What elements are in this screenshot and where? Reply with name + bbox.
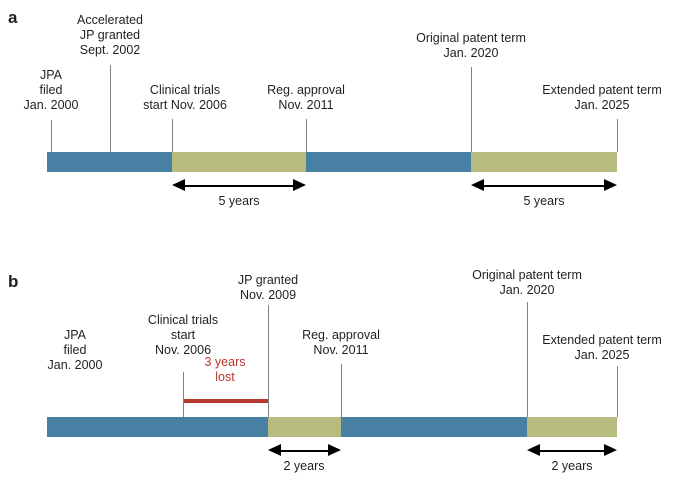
arrow-head-right-icon (328, 444, 341, 456)
arrow-patent-extension (471, 179, 617, 192)
label-jp-granted: JP granted Nov. 2009 (237, 273, 299, 302)
arrow-head-left-icon (268, 444, 281, 456)
arrow-head-left-icon (527, 444, 540, 456)
leader-line-accelerated-jp-granted (110, 65, 111, 152)
arrow-patent-extension (527, 444, 617, 457)
label-clinical-trials-start: Clinical trials start Nov. 2006 (147, 313, 219, 357)
leader-line-extended-patent-term (617, 119, 618, 152)
arrow-shaft (183, 185, 295, 187)
measure-label-patent-extension: 5 years (523, 194, 565, 208)
bar-segment-pending-2 (306, 152, 471, 172)
arrow-head-left-icon (471, 179, 484, 191)
bar-segment-granted-1 (172, 152, 306, 172)
arrow-shaft (482, 185, 606, 187)
leader-line-clinical-trials (172, 119, 173, 152)
label-original-patent-term: Original patent term Jan. 2020 (472, 268, 582, 297)
arrow-head-left-icon (172, 179, 185, 191)
measure-label-patent-extension: 2 years (551, 459, 593, 473)
leader-line-original-patent-term (471, 67, 472, 152)
label-extended-patent-term: Extended patent term Jan. 2025 (542, 83, 662, 112)
leader-line-reg-approval (306, 119, 307, 152)
leader-line-reg-approval (341, 364, 342, 417)
bar-segment-pending-1 (47, 152, 172, 172)
label-original-patent-term: Original patent term Jan. 2020 (416, 31, 526, 60)
timeline-bar-a (47, 152, 617, 172)
panel-a-letter: a (8, 8, 18, 27)
leader-line-jp-granted (268, 305, 269, 417)
leader-line-clinical-trials (183, 372, 184, 417)
arrow-granted-to-approval (268, 444, 341, 457)
label-extended-patent-term: Extended patent term Jan. 2025 (542, 333, 662, 362)
label-reg-approval: Reg. approval Nov. 2011 (302, 328, 380, 357)
arrow-clinical-to-approval (172, 179, 306, 192)
annotation-years-lost-bar (183, 399, 268, 403)
leader-line-extended-patent-term (617, 366, 618, 417)
arrow-head-right-icon (604, 444, 617, 456)
label-reg-approval: Reg. approval Nov. 2011 (267, 83, 345, 112)
bar-segment-extension (527, 417, 617, 437)
arrow-head-right-icon (293, 179, 306, 191)
bar-segment-pending-2 (341, 417, 527, 437)
arrow-shaft (279, 450, 330, 452)
measure-label-clinical-to-approval: 5 years (218, 194, 260, 208)
panel-b-letter: b (8, 272, 19, 291)
label-clinical-trials-start: Clinical trials start Nov. 2006 (143, 83, 227, 112)
measure-label-granted-to-approval: 2 years (283, 459, 325, 473)
arrow-shaft (538, 450, 606, 452)
bar-segment-pending-1 (47, 417, 268, 437)
leader-line-jpa-filed (51, 120, 52, 152)
label-jpa-filed: JPA filed Jan. 2000 (47, 328, 103, 372)
leader-line-original-patent-term (527, 302, 528, 417)
bar-segment-granted-1 (268, 417, 341, 437)
arrow-head-right-icon (604, 179, 617, 191)
bar-segment-extension (471, 152, 617, 172)
label-accelerated-jp-granted: Accelerated JP granted Sept. 2002 (76, 13, 143, 57)
annotation-years-lost: 3 years lost (204, 355, 246, 384)
timeline-bar-b (47, 417, 617, 437)
label-jpa-filed: JPA filed Jan. 2000 (23, 68, 79, 112)
